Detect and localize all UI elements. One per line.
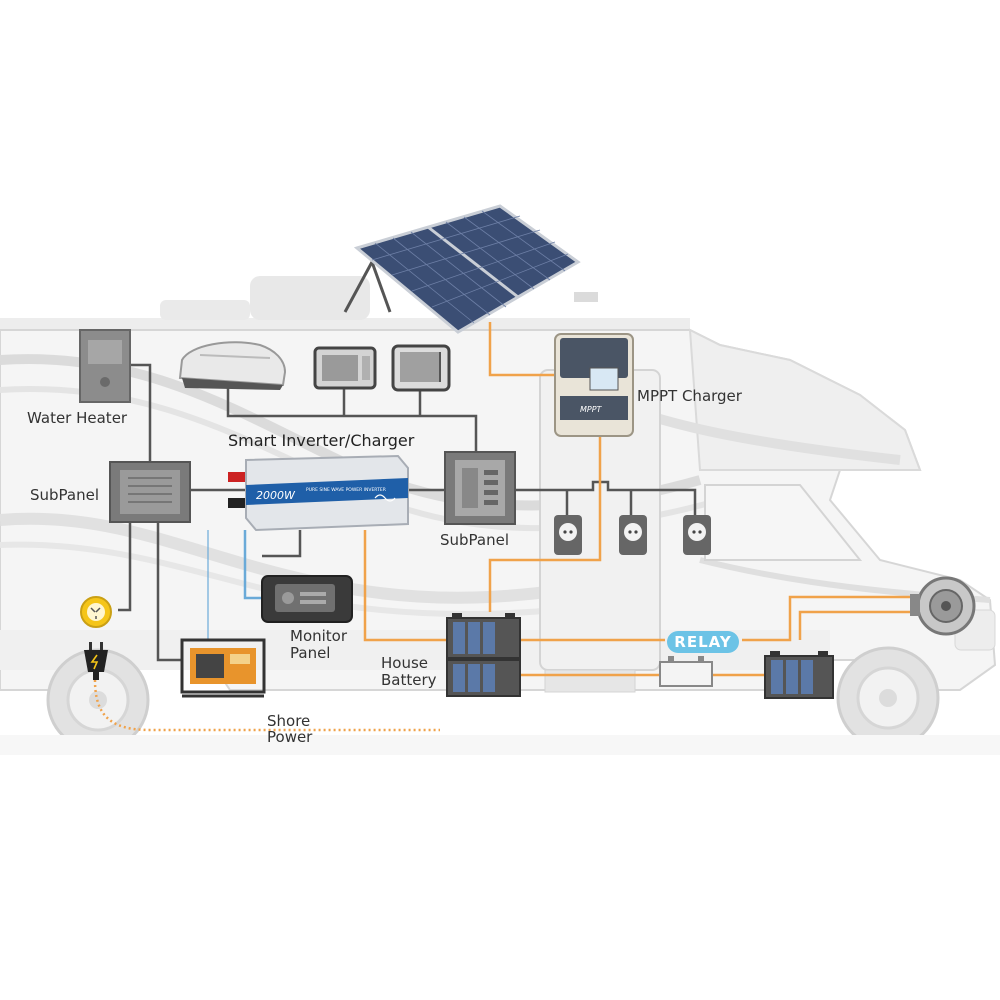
subpanel-right-label: SubPanel	[440, 531, 510, 549]
solar-panel-icon	[343, 204, 581, 334]
outlet-icon	[683, 515, 711, 555]
generator-icon	[180, 638, 266, 698]
shore-power-label-line1: Shore	[267, 712, 311, 730]
microwave-icon	[313, 346, 377, 390]
socket-icon	[80, 596, 112, 628]
tv-icon	[391, 344, 451, 392]
water-heater-icon	[79, 329, 131, 403]
battery-icon	[446, 613, 521, 659]
shore-power-label-line2: Power	[267, 728, 313, 746]
alternator-icon	[910, 576, 976, 636]
battery-icon	[764, 651, 834, 699]
inverter-model: PURE SINE WAVE POWER INVERTER	[306, 487, 386, 493]
front-wheel	[836, 646, 940, 750]
house-battery-label-line1: House	[381, 654, 429, 672]
monitor-panel-label-line1: Monitor	[290, 627, 348, 645]
relay-icon	[659, 656, 713, 687]
house-battery-label-line2: Battery	[381, 671, 437, 689]
outlet-icon	[554, 515, 582, 555]
inverter-rating: 2000W	[256, 489, 296, 502]
roof-ac-icon	[178, 341, 287, 390]
outlet-icon	[619, 515, 647, 555]
mppt-brand: MPPT	[580, 405, 603, 414]
relay-badge: RELAY	[667, 631, 739, 653]
ac-wiring	[118, 363, 697, 662]
monitor-panel-icon	[261, 575, 353, 623]
dc-wiring	[363, 322, 910, 677]
mppt-charger-label: MPPT Charger	[637, 387, 742, 405]
plug-icon	[84, 642, 108, 680]
monitor-panel-label-line2: Panel	[290, 644, 331, 662]
subpanel-icon-right	[444, 451, 516, 525]
inverter-icon: 2000W PURE SINE WAVE POWER INVERTER	[228, 454, 409, 532]
smart-inverter-label: Smart Inverter/Charger	[228, 431, 415, 450]
shore-power-cable	[93, 679, 440, 732]
water-heater-label: Water Heater	[27, 409, 128, 427]
subpanel-left-label: SubPanel	[30, 486, 100, 504]
battery-icon	[446, 659, 521, 697]
subpanel-icon-left	[109, 461, 191, 523]
monitor-cable	[243, 530, 262, 600]
mppt-charger-icon: MPPT	[554, 333, 634, 437]
